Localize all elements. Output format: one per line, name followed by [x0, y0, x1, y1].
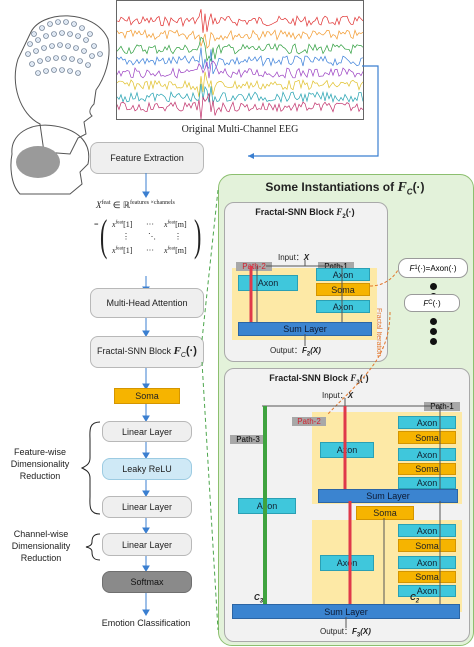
block-f3-path3: Path-3 — [230, 435, 266, 444]
leaky-relu-label: Leaky ReLU — [122, 464, 172, 474]
multi-head-attention-box: Multi-Head Attention — [90, 288, 204, 318]
eeg-trace — [117, 60, 363, 79]
block-f2-input: Input：X — [278, 253, 310, 262]
eeg-caption: Original Multi-Channel EEG — [181, 124, 299, 135]
block-f3-top-sum-layer: Sum Layer — [318, 489, 458, 503]
feature-extraction-box: Feature Extraction — [90, 142, 204, 174]
linear-layer-3-box: Linear Layer — [102, 533, 192, 556]
leaky-relu-box: Leaky ReLU — [102, 458, 192, 480]
eeg-trace — [117, 47, 363, 75]
block-f3-top-axon-r1: Axon — [398, 416, 456, 429]
multi-head-attention-label: Multi-Head Attention — [106, 298, 188, 308]
feature-extraction-label: Feature Extraction — [110, 153, 184, 163]
matrix-header: Xfeat ∈ ℝfeatures ×channels — [96, 200, 175, 210]
block-f3-output: Output：F3(X) — [320, 627, 371, 639]
block-f3-input: Input：X — [322, 391, 354, 400]
block-f3-bottom-soma-2: Soma — [398, 571, 456, 583]
block-f3-path1: Path-1 — [424, 402, 460, 411]
eeg-trace — [117, 9, 363, 33]
eeg-trace — [117, 29, 363, 49]
linear-layer-1-label: Linear Layer — [121, 426, 173, 437]
linear-layer-1-box: Linear Layer — [102, 421, 192, 442]
block-f3-top-axon-r3: Axon — [398, 477, 456, 489]
linear-layer-2-box: Linear Layer — [102, 496, 192, 518]
block-f2-path2: Path-2 — [236, 262, 272, 271]
fractal-snn-block-box: Fractal-SNN Block FC(·) — [90, 336, 204, 368]
soma-label-main: Soma — [135, 391, 159, 401]
eeg-trace — [117, 71, 363, 98]
c3-label: C3 — [254, 593, 264, 605]
c2-label: C2 — [410, 593, 420, 605]
emotion-classification-label: Emotion Classification — [101, 618, 191, 628]
ellipsis-dots-2 — [430, 318, 438, 345]
matrix-body: = ( ) xfeat[1] ··· xfeat[m] ⋮ ⋱ ⋮ xfeat[… — [94, 211, 202, 260]
eeg-trace — [117, 93, 363, 119]
block-f3-bottom-axon-left: Axon — [320, 555, 374, 571]
block-f2-title: Fractal-SNN Block F2(·) — [255, 207, 355, 220]
block-f3-top-soma-2: Soma — [398, 463, 456, 475]
head-illustration — [10, 15, 110, 195]
instantiations-title: Some Instantiations of FC(·) — [265, 180, 425, 197]
feature-wise-dr-label: Feature-wise Dimensionality Reduction — [10, 447, 70, 481]
block-f2-soma: Soma — [316, 283, 370, 296]
block-f3-bottom-axon-r2: Axon — [398, 556, 456, 569]
block-f2-output: Output：F2(X) — [270, 346, 321, 358]
fractal-snn-block-label: Fractal-SNN Block FC(·) — [97, 345, 197, 359]
block-f2-axon-right-1: Axon — [316, 268, 370, 281]
block-f2-axon-left: Axon — [238, 275, 298, 291]
eeg-trace — [117, 83, 363, 104]
block-f3-top-axon-left: Axon — [320, 442, 374, 458]
softmax-box: Softmax — [102, 571, 192, 593]
block-f3-top-soma: Soma — [398, 431, 456, 444]
block-f3-bottom-axon-r1: Axon — [398, 524, 456, 537]
block-f3-bottom-axon-r3: Axon — [398, 585, 456, 597]
eeg-trace — [117, 36, 363, 63]
block-f3-path2: Path-2 — [292, 417, 326, 426]
soma-box-main: Soma — [114, 388, 180, 404]
block-f3-bottom-soma: Soma — [398, 539, 456, 552]
linear-layer-2-label: Linear Layer — [121, 502, 173, 512]
block-f3-top-axon-r2: Axon — [398, 448, 456, 461]
eeg-signals — [117, 9, 363, 119]
channel-wise-dr-label: Channel-wise Dimensionality Reduction — [11, 529, 71, 563]
eeg-plot — [116, 0, 364, 120]
block-f2-axon-right-2: Axon — [316, 300, 370, 313]
block-f3-mid-soma: Soma — [356, 506, 414, 520]
softmax-label: Softmax — [130, 577, 164, 587]
linear-layer-3-label: Linear Layer — [121, 539, 173, 550]
